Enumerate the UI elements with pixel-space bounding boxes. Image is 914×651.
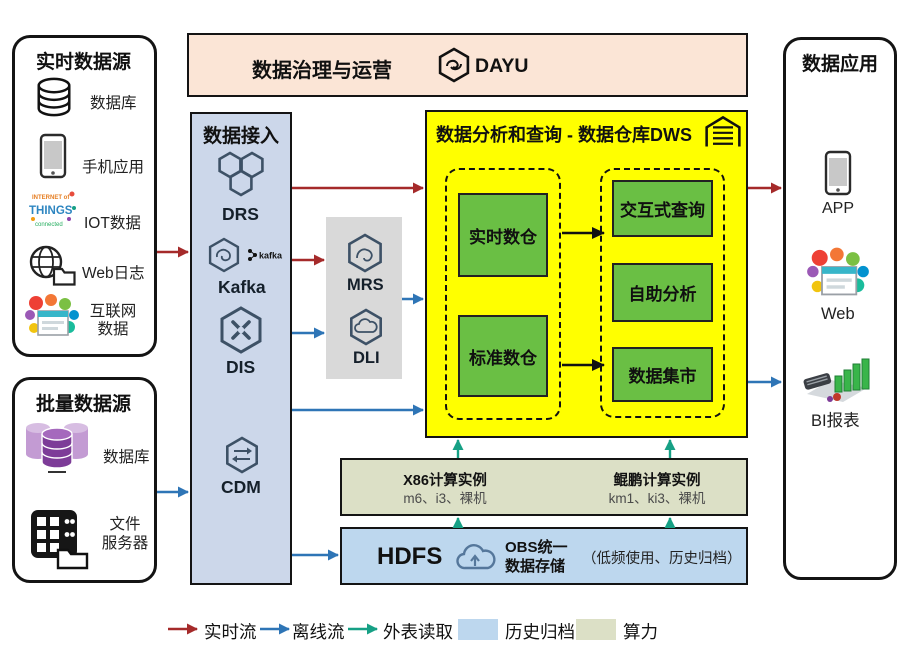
- phone-icon: [39, 133, 67, 179]
- data-apps-box: [783, 37, 897, 580]
- dayu-label: DAYU: [475, 55, 529, 77]
- dws-title: 数据分析和查询 - 数据仓库DWS: [436, 125, 692, 145]
- web-app-icon: [807, 247, 869, 296]
- database-icon: [37, 77, 71, 117]
- dis-label: DIS: [226, 357, 256, 377]
- drs-label: DRS: [222, 204, 259, 224]
- app-phone-icon: [824, 150, 852, 196]
- bi-label: BI报表: [811, 412, 860, 430]
- data-apps-title: 数据应用: [802, 54, 879, 75]
- dli-label: DLI: [353, 349, 380, 367]
- svg-text:kafka: kafka: [259, 251, 283, 261]
- realtime-sources-title: 实时数据源: [36, 52, 132, 73]
- data-mart-label: 数据集市: [628, 367, 697, 386]
- kunpeng-title: 鲲鹏计算实例: [613, 473, 701, 489]
- dis-icon: [220, 306, 262, 354]
- web-label: Web: [821, 305, 855, 323]
- web-log-icon: [29, 245, 76, 286]
- bi-report-icon: [803, 358, 870, 402]
- file-server-label: 文件 服务器: [101, 516, 149, 552]
- legend-archive-swatch: [458, 619, 498, 640]
- interactive-query-label: 交互式查询: [620, 201, 705, 220]
- kafka-label: Kafka: [218, 277, 266, 297]
- drs-icon: [218, 151, 264, 197]
- svg-text:INTERNET of: INTERNET of: [32, 195, 70, 201]
- internet-data-icon: [25, 294, 79, 336]
- legend-realtime-label: 实时流: [204, 622, 257, 642]
- self-analysis-label: 自助分析: [628, 285, 697, 304]
- legend-external-label: 外表读取: [383, 622, 453, 642]
- realtime-db-label: 数据库: [90, 95, 137, 112]
- x86-title: X86计算实例: [403, 473, 487, 489]
- mrs-label: MRS: [347, 276, 384, 294]
- legend-compute-label: 算力: [623, 622, 658, 642]
- standard-warehouse-box: 标准数仓: [458, 315, 548, 397]
- warehouse-icon: [705, 115, 741, 147]
- mobile-app-label: 手机应用: [82, 159, 145, 176]
- kunpeng-models: km1、ki3、裸机: [608, 491, 706, 506]
- dws-left-group: [445, 168, 561, 420]
- data-mart-box: 数据集市: [612, 347, 713, 402]
- x86-models: m6、i3、裸机: [403, 491, 487, 506]
- obs-label: OBS统一 数据存储: [505, 539, 568, 575]
- web-log-label: Web日志: [82, 265, 145, 282]
- obs-note: （低频使用、历史归档）: [582, 551, 742, 567]
- legend-offline-label: 离线流: [292, 622, 345, 642]
- compute-box: [340, 458, 748, 516]
- data-access-title: 数据接入: [203, 126, 280, 147]
- interactive-query-box: 交互式查询: [612, 180, 713, 237]
- standard-warehouse-label: 标准数仓: [469, 348, 537, 368]
- kafka-icon: [208, 237, 240, 273]
- cdm-icon: [226, 436, 259, 474]
- self-analysis-box: 自助分析: [612, 263, 713, 322]
- governance-title: 数据治理与运营: [252, 60, 392, 82]
- obs-cloud-icon: [456, 544, 496, 570]
- hdfs-box: [340, 527, 748, 585]
- legend-archive-label: 历史归档: [505, 622, 575, 642]
- kafka-logo-icon: kafka: [248, 249, 283, 261]
- file-server-icon: [31, 510, 89, 570]
- batch-db-label: 数据库: [103, 449, 150, 466]
- realtime-warehouse-box: 实时数仓: [458, 193, 548, 277]
- batch-sources-title: 批量数据源: [36, 394, 132, 415]
- internet-data-label: 互联网 数据: [89, 303, 137, 338]
- dws-right-group: [600, 168, 725, 418]
- mrs-icon: [348, 233, 382, 273]
- app-label: APP: [822, 200, 855, 217]
- realtime-warehouse-label: 实时数仓: [469, 227, 537, 247]
- iot-data-label: IOT数据: [84, 215, 141, 232]
- batch-database-icon: [26, 423, 88, 473]
- svg-text:connected: connected: [35, 222, 63, 228]
- iot-icon: INTERNET of THINGS connected: [29, 191, 76, 228]
- legend-compute-swatch: [576, 619, 616, 640]
- dli-icon: [350, 308, 383, 346]
- hdfs-label: HDFS: [377, 543, 443, 570]
- svg-text:THINGS: THINGS: [29, 205, 73, 217]
- dayu-icon: [438, 47, 470, 83]
- cdm-label: CDM: [221, 477, 261, 497]
